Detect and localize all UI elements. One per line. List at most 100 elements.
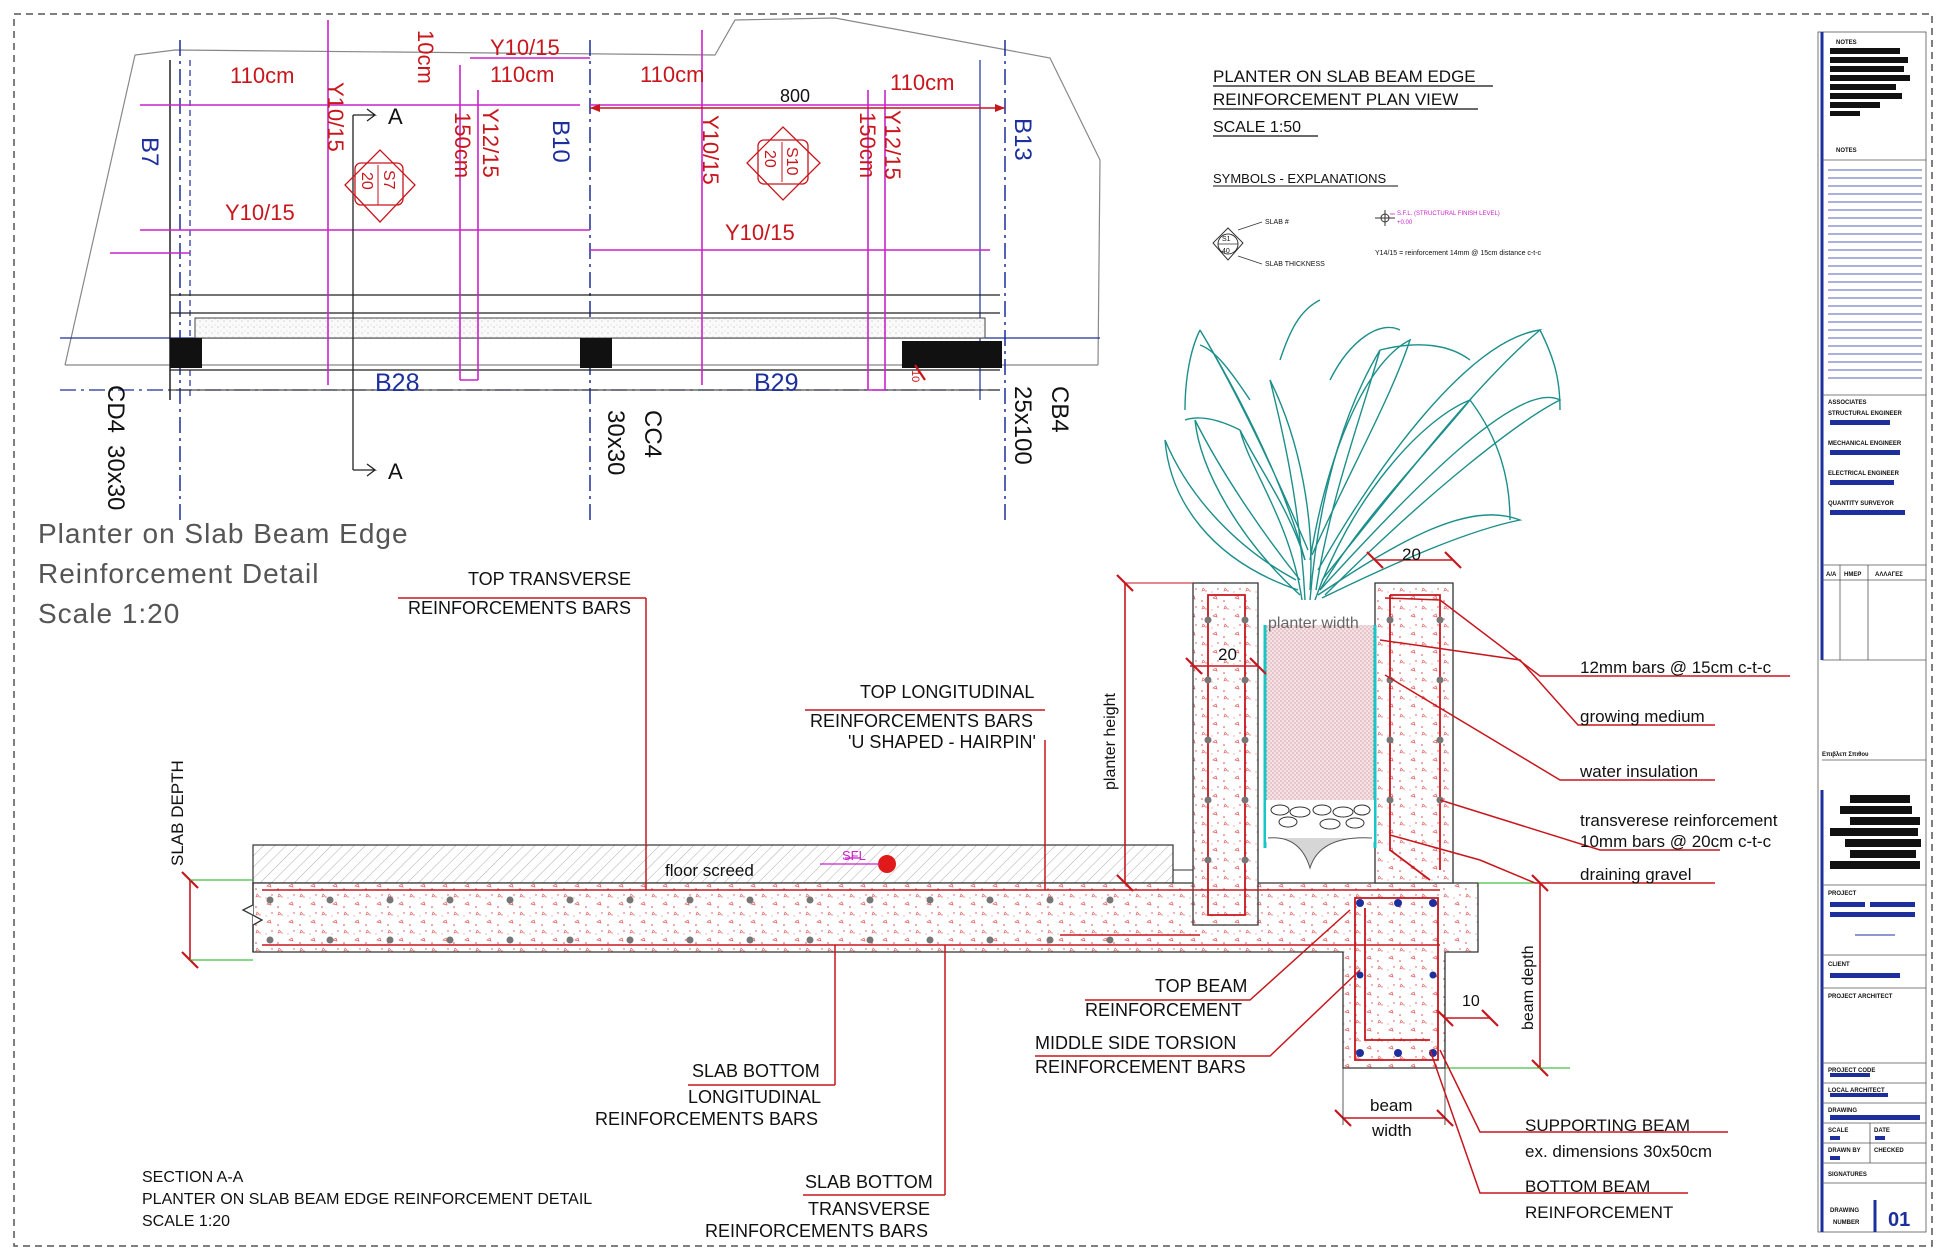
tb-drawing-number-2: NUMBER <box>1833 1220 1860 1226</box>
label-floor-screed: floor screed <box>665 861 754 880</box>
label-12mm-bars: 12mm bars @ 15cm c-t-c <box>1580 658 1772 677</box>
label-slab-bottom-long-1: SLAB BOTTOM <box>692 1061 820 1081</box>
label-top-transverse-2: REINFORCEMENTS BARS <box>408 598 631 618</box>
tb-local-architect: LOCAL ARCHITECT <box>1828 1088 1885 1094</box>
dim-110cm-1: 110cm <box>230 63 294 88</box>
tb-drawing-number-1: DRAWING <box>1830 1208 1859 1214</box>
planter-wall-right <box>1374 582 1454 884</box>
section-caption-line2: PLANTER ON SLAB BEAM EDGE REINFORCEMENT … <box>142 1191 592 1208</box>
dim-10cm: 10cm <box>413 30 438 84</box>
section-detail <box>181 299 1790 1196</box>
grid-label-b7: B7 <box>136 137 163 166</box>
plan-view <box>60 17 1101 525</box>
sheet-border <box>13 13 1933 1247</box>
bar-y10-d: Y10/15 <box>698 115 723 185</box>
label-slab-bottom-long-3: REINFORCEMENTS BARS <box>595 1109 818 1129</box>
tb-rev-changes: ΑΛΛΑΓΕΣ <box>1875 572 1903 578</box>
label-bottom-beam-2: REINFORCEMENT <box>1525 1203 1673 1222</box>
tb-electrical-engineer: ELECTRICAL ENGINEER <box>1828 471 1900 477</box>
label-slab-bottom-tr-2: TRANSVERSE <box>808 1199 930 1219</box>
beam-label-b29: B29 <box>754 369 798 397</box>
label-water-insulation: water insulation <box>1579 762 1698 781</box>
tb-structural-engineer: STRUCTURAL ENGINEER <box>1828 411 1903 417</box>
dim-110cm-3: 110cm <box>640 62 704 87</box>
floor-screed <box>252 844 1174 884</box>
label-top-longitudinal-1: TOP LONGITUDINAL <box>860 682 1034 702</box>
bar-y12-a: Y12/15 <box>478 108 503 178</box>
plant-illustration <box>1164 299 1562 601</box>
svg-text:20: 20 <box>358 172 375 190</box>
label-sfl: SFL <box>842 848 866 863</box>
bar-y10-a: Y10/15 <box>490 35 560 60</box>
tb-notes-label: NOTES <box>1836 40 1857 46</box>
bar-y10-c: Y10/15 <box>225 200 295 225</box>
label-torsion-1: MIDDLE SIDE TORSION <box>1035 1033 1236 1053</box>
tb-mechanical-engineer: MECHANICAL ENGINEER <box>1828 441 1902 447</box>
label-growing-medium: growing medium <box>1580 707 1705 726</box>
label-planter-height: planter height <box>1102 692 1119 790</box>
tb-rev-date: ΗΜΕΡ <box>1844 572 1861 578</box>
section-caption-line3: SCALE 1:20 <box>142 1213 230 1230</box>
tb-drawing-no: 01 <box>1888 1209 1910 1231</box>
label-beam-depth: beam depth <box>1520 945 1537 1030</box>
tb-rev-aa: A/A <box>1826 572 1837 578</box>
label-supporting-beam-2: ex. dimensions 30x50cm <box>1525 1142 1712 1161</box>
column-label-cc4: CC4 <box>639 410 666 458</box>
symbol-rebar-note: Y14/15 = reinforcement 14mm @ 15cm dista… <box>1375 250 1542 257</box>
section-mark-a-bottom: A <box>388 459 403 484</box>
plan-title-line2: REINFORCEMENT PLAN VIEW <box>1213 90 1458 109</box>
symbol-sfl <box>1375 210 1395 226</box>
bar-y10-b: Y10/15 <box>323 82 348 152</box>
dim-150cm-2: 150cm <box>855 112 880 178</box>
detail-title-line2: Reinforcement Detail <box>38 558 319 589</box>
dim-10-small: 10 <box>909 370 921 382</box>
label-planter-width: planter width <box>1268 615 1359 632</box>
tb-drawn-by: DRAWN BY <box>1828 1148 1861 1154</box>
dim-150cm-1: 150cm <box>450 112 475 178</box>
svg-text:S10: S10 <box>783 147 800 176</box>
label-supporting-beam-1: SUPPORTING BEAM <box>1525 1116 1690 1135</box>
tb-owner: Επιβλεπ Σπιθου <box>1822 752 1869 758</box>
planter-strip <box>194 317 986 339</box>
grid-label-b10: B10 <box>547 120 574 163</box>
label-slab-bottom-tr-1: SLAB BOTTOM <box>805 1172 933 1192</box>
label-slab-depth: SLAB DEPTH <box>168 760 187 866</box>
tb-project-architect: PROJECT ARCHITECT <box>1828 994 1893 1000</box>
symbols-heading: SYMBOLS - EXPLANATIONS <box>1213 171 1386 186</box>
label-top-beam-2: REINFORCEMENT <box>1085 1000 1242 1020</box>
tb-drawing: DRAWING <box>1828 1108 1857 1114</box>
title-block <box>1817 31 1927 1233</box>
grid-label-b13: B13 <box>1009 118 1036 161</box>
column-label-cd4: CD4 <box>102 385 129 433</box>
column-cb4 <box>902 341 1002 368</box>
label-top-transverse-1: TOP TRANSVERSE <box>468 569 631 589</box>
label-top-longitudinal-2: REINFORCEMENTS BARS <box>810 711 1033 731</box>
svg-text:S1: S1 <box>1222 236 1231 243</box>
detail-title-line1: Planter on Slab Beam Edge <box>38 518 409 549</box>
draining-gravel <box>1266 800 1374 870</box>
dim-label-20-top: 20 <box>1402 545 1421 564</box>
section-caption-line1: SECTION A-A <box>142 1169 244 1186</box>
slab-and-beam <box>252 882 1479 1069</box>
beam-label-b28: B28 <box>375 369 419 397</box>
planter-wall-left <box>1192 582 1259 926</box>
label-transverse-1: transverese reinforcement <box>1580 811 1778 830</box>
label-bottom-beam-1: BOTTOM BEAM <box>1525 1177 1650 1196</box>
growing-medium <box>1265 625 1375 800</box>
tb-scale: SCALE <box>1828 1128 1848 1134</box>
label-beam-width-1: beam <box>1370 1096 1413 1115</box>
section-mark-a-top: A <box>388 104 403 129</box>
symbol-sfl-sub: +0.00 <box>1397 220 1413 226</box>
slab-tag-s10: S10 20 <box>746 126 821 201</box>
detail-title-scale: Scale 1:20 <box>38 598 180 629</box>
slab-outline <box>64 17 1101 366</box>
label-torsion-2: REINFORCEMENT BARS <box>1035 1057 1246 1077</box>
svg-text:S7: S7 <box>380 170 397 190</box>
label-draining-gravel: draining gravel <box>1580 865 1692 884</box>
dim-110cm-4: 110cm <box>890 70 954 95</box>
water-insulation <box>1263 625 1377 848</box>
plan-title-scale: SCALE 1:50 <box>1213 119 1301 136</box>
label-beam-width-2: width <box>1371 1121 1412 1140</box>
